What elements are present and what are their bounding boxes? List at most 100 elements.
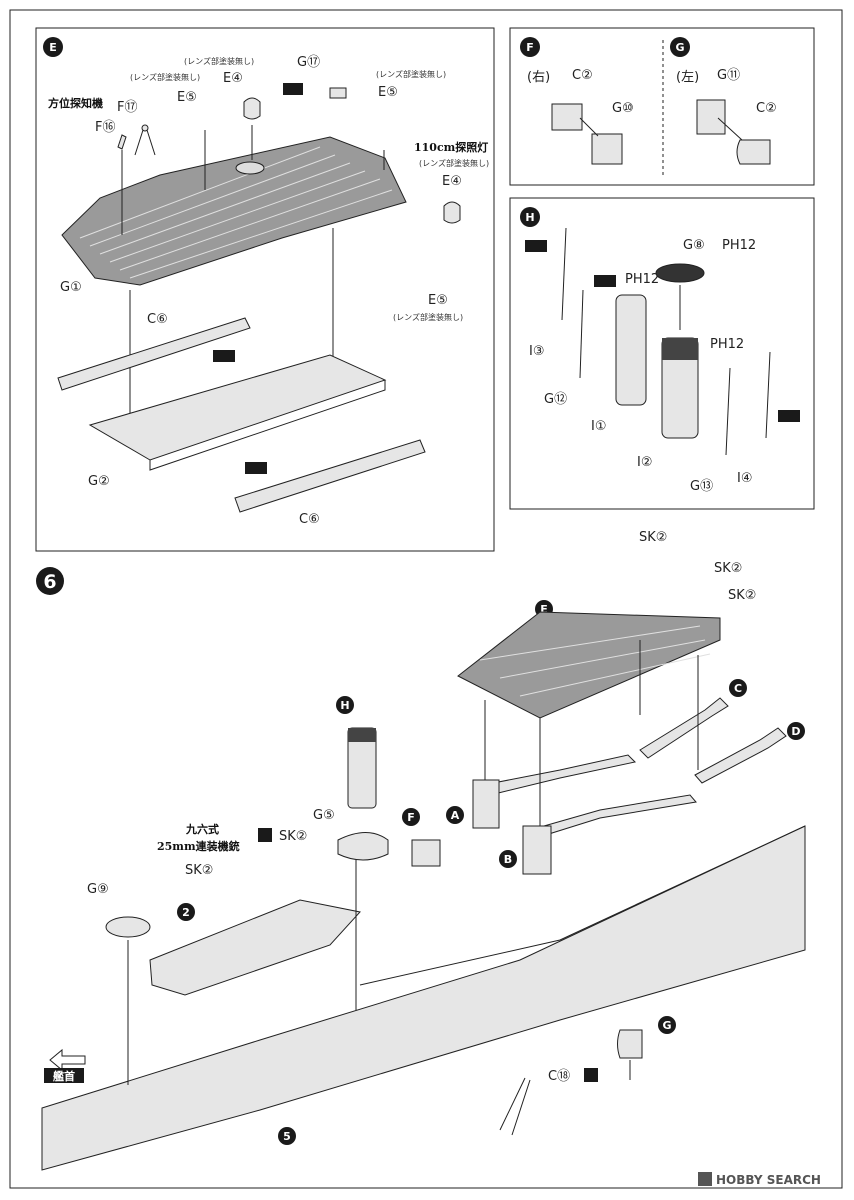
part-f-g10	[591, 133, 623, 165]
flight-deck-planking	[479, 625, 711, 697]
part-label-e4-b: E④	[442, 174, 462, 189]
part-label-i1: I①	[591, 419, 607, 434]
direction-finder-label: 方位探知機	[48, 96, 103, 110]
part-label-ph12-b: PH12	[625, 272, 659, 287]
aa-gun-label-2: 25mm連装機銃	[157, 839, 240, 853]
hull-deck-edge	[359, 825, 806, 986]
part-label-i3: I③	[529, 344, 545, 359]
cut-mark-icon	[584, 1068, 598, 1082]
lens-note-1: (レンズ部塗装無し)	[184, 56, 254, 66]
part-label-g2: G②	[88, 474, 110, 489]
part-g-g11	[696, 99, 726, 135]
part-g17	[329, 87, 347, 99]
part-i2-top	[662, 338, 698, 360]
arrow-g	[717, 117, 743, 141]
subassembly-2-label: 2	[182, 906, 190, 919]
sheet-border	[9, 9, 843, 1189]
part-label-sk2-c: SK②	[728, 588, 756, 603]
subassembly-f-label: F	[407, 811, 415, 824]
panel-e-badge-label: E	[49, 41, 57, 54]
part-label-ph12-a: PH12	[722, 238, 756, 253]
crane-d	[694, 727, 787, 784]
panel-h-badge-label: H	[525, 211, 534, 224]
part-label-f-g10: G⑩	[612, 101, 634, 116]
part-label-sk2-b: SK②	[714, 561, 742, 576]
part-label-g9: G⑨	[87, 882, 109, 897]
rail-part-c6-b	[234, 439, 426, 513]
panel-fg: F (右) C② G⑩ G (左) G⑪ C②	[509, 27, 815, 186]
crane-a	[482, 754, 637, 796]
subassembly-a-badge	[446, 806, 464, 824]
part-label-e5-a: E⑤	[177, 90, 197, 105]
glue-mark-icon	[283, 83, 303, 95]
subassembly-a-part	[472, 779, 500, 829]
searchlight-part-e4-b	[443, 201, 461, 224]
part-label-c6-a: C⑥	[147, 312, 168, 327]
subassembly-5-badge	[278, 1127, 296, 1145]
subassembly-h-badge	[336, 696, 354, 714]
rail-part-c6-a	[57, 317, 251, 391]
subassembly-b-part	[522, 825, 552, 875]
cut-mark-icon	[258, 828, 272, 842]
part-label-e5-b: E⑤	[378, 85, 398, 100]
subassembly-e-label: E	[540, 603, 548, 616]
part-f-c2	[551, 103, 583, 131]
part-label-g5: G⑤	[313, 808, 335, 823]
step-6: 6 九六式 25mm連装機銃 SK② SK② SK② SK② SK② G⑤ G⑨…	[36, 530, 806, 1171]
panel-h-frame	[509, 197, 815, 510]
part-g12-rail	[579, 289, 584, 379]
part-g9	[105, 916, 151, 938]
part-label-g-c2: C②	[756, 101, 777, 116]
part-label-ph12-c: PH12	[710, 337, 744, 352]
subassembly-c-badge	[729, 679, 747, 697]
panel-e-badge	[43, 37, 63, 57]
part-label-sk2-d: SK②	[279, 829, 307, 844]
hobbysearch-logo-icon	[698, 1172, 712, 1186]
part-i4-rail	[765, 351, 771, 439]
deck-planking	[79, 146, 393, 279]
lens-note-3: (レンズ部塗装無し)	[376, 69, 446, 79]
part-i1	[615, 294, 647, 406]
searchlight-tower-top	[348, 728, 376, 742]
subassembly-b-badge	[499, 850, 517, 868]
glue-mark-icon	[245, 462, 267, 474]
subassembly-c-label: C	[734, 682, 742, 695]
panel-fg-frame	[509, 27, 815, 186]
part-g-c2	[736, 139, 771, 165]
lens-note-4: (レンズ部塗装無し)	[419, 158, 489, 168]
hull-part-5	[41, 825, 806, 1171]
panel-g-side: (左)	[676, 70, 699, 85]
panel-h: H G⑧ PH12 PH12 PH12 I③ G⑫ I① I② G⑬ I④	[509, 197, 815, 510]
subassembly-a-label: A	[451, 809, 460, 822]
subassembly-2-badge	[177, 903, 195, 921]
crane-c	[639, 697, 729, 759]
subassembly-d-label: D	[791, 725, 800, 738]
part-label-sk2-e: SK②	[185, 863, 213, 878]
lower-deck-edge	[149, 380, 386, 471]
part-label-g17: G⑰	[297, 55, 320, 70]
part-g13-rail	[725, 367, 731, 456]
bow-label: 艦首	[53, 1069, 75, 1083]
part-label-sk2-a: SK②	[639, 530, 667, 545]
subassembly-h-label: H	[340, 699, 349, 712]
part-label-f16: F⑯	[95, 120, 115, 135]
part-label-g8: G⑧	[683, 238, 705, 253]
part-f17-legs	[134, 129, 156, 156]
searchlight-deck-part	[61, 136, 407, 286]
part-label-i4: I④	[737, 471, 753, 486]
subassembly-b-label: B	[504, 853, 512, 866]
part-label-i2: I②	[637, 455, 653, 470]
glue-mark-icon	[213, 350, 235, 362]
assembly-arrows-step6	[127, 640, 699, 1085]
part-label-c6-b: C⑥	[299, 512, 320, 527]
part-label-f17: F⑰	[117, 100, 137, 115]
part-label-f-c2: C②	[572, 68, 593, 83]
part-label-g12: G⑫	[544, 392, 567, 407]
watermark: HOBBY SEARCH	[698, 1172, 821, 1187]
panel-e: E 方位探知機 110cm探照灯 (レンズ部塗装無し) (レンズ部塗装無し) (…	[35, 27, 495, 552]
subassembly-5-label: 5	[283, 1130, 291, 1143]
part-g-assembly	[617, 1029, 643, 1059]
searchlight-part-e4	[243, 97, 261, 120]
part-label-g13: G⑬	[690, 479, 713, 494]
